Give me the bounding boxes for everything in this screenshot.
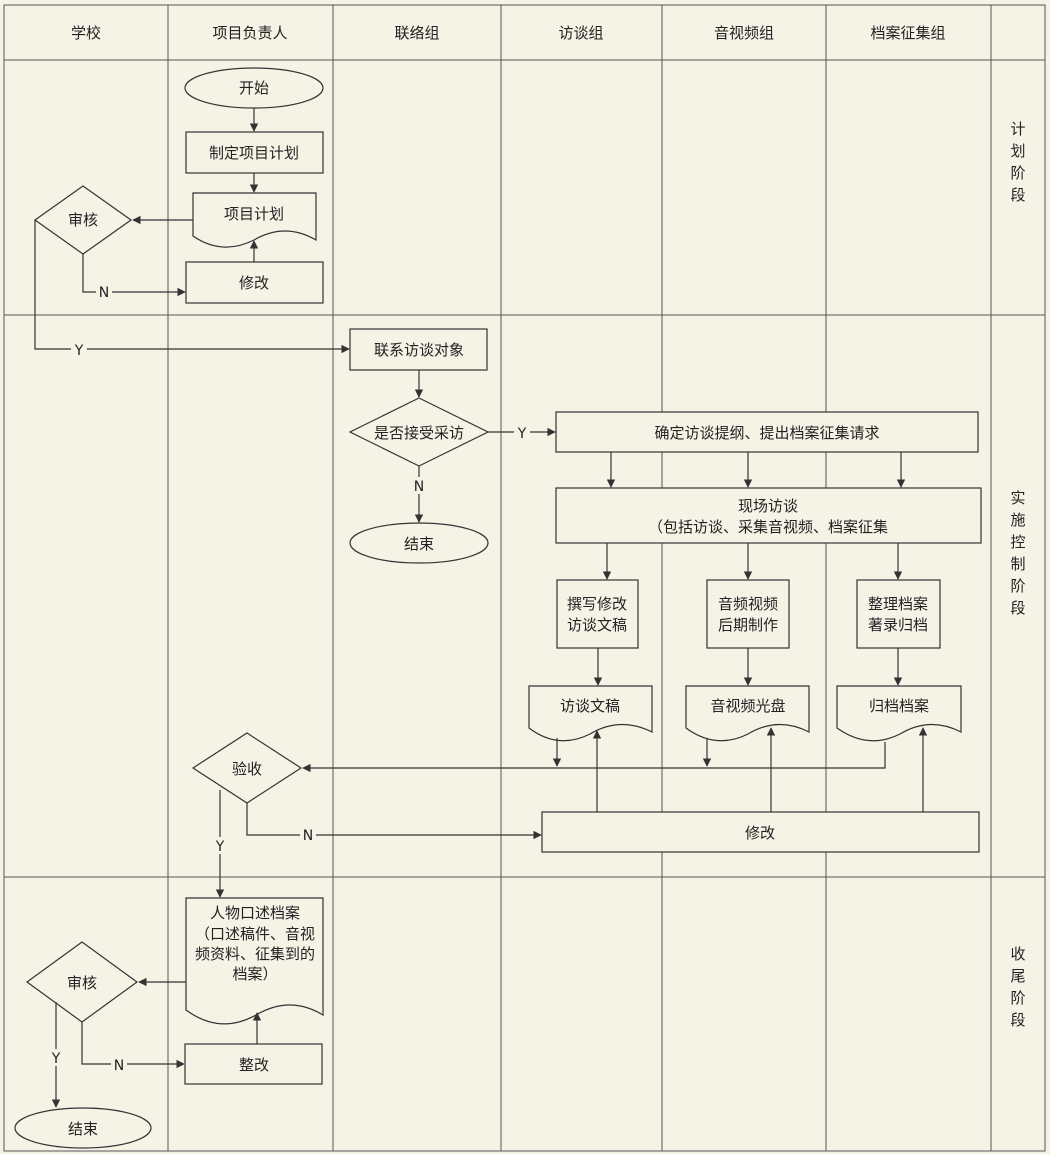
edge-label-review1-n: N [99, 285, 109, 301]
label-arch-line1: 整理档案 [868, 595, 928, 613]
label-disc: 音视频光盘 [710, 697, 785, 715]
lane-grid [3, 4, 1046, 1152]
edge-archived-check [302, 742, 886, 773]
label-revise2: 修改 [745, 824, 775, 842]
node-labels: 开始 制定项目计划 项目计划 审核 修改 联系访谈对象 是否接受采访 结束 确定… [67, 79, 929, 1138]
label-review2: 审核 [67, 974, 97, 992]
phase-label-plan: 计划阶段 [1010, 120, 1025, 204]
edge-review1-contact [34, 220, 350, 354]
edge-label-check-y: Y [215, 839, 225, 855]
label-onsite-line2: （包括访谈、采集音视频、档案征集 [648, 518, 888, 536]
plan-doc-document [192, 192, 317, 248]
label-transcript: 访谈文稿 [560, 697, 620, 715]
edge-label-review1-y: Y [74, 343, 84, 359]
lane-header-av: 音视频组 [714, 24, 774, 42]
edge-labels: N Y Y N Y N N Y [48, 283, 530, 1074]
lane-header-archive: 档案征集组 [870, 24, 945, 42]
label-end2: 结束 [68, 1120, 98, 1138]
label-accept-check: 验收 [232, 760, 262, 778]
label-review1: 审核 [68, 211, 98, 229]
label-revise1: 修改 [239, 274, 269, 292]
label-avpost-line1: 音频视频 [718, 595, 778, 613]
onsite-process [555, 487, 982, 544]
label-make-plan: 制定项目计划 [209, 144, 299, 162]
label-archived: 归档档案 [869, 697, 929, 715]
arch-process [856, 579, 941, 649]
label-write-line2: 访谈文稿 [567, 616, 627, 634]
label-outline: 确定访谈提纲、提出档案征集请求 [654, 424, 879, 442]
end1-terminal [349, 522, 489, 564]
edge-review1-revise [82, 254, 186, 297]
label-start: 开始 [239, 79, 269, 97]
lane-headers: 学校 项目负责人 联络组 访谈组 音视频组 档案征集组 [71, 24, 946, 42]
lane-header-project-lead: 项目负责人 [212, 24, 287, 42]
rectify-process [184, 1043, 323, 1085]
label-avpost-line2: 后期制作 [718, 616, 778, 634]
edge-label-check-n: N [303, 828, 313, 844]
label-oral-line2: （口述稿件、音视 [195, 925, 315, 943]
edge-review2-rectify [81, 1022, 185, 1069]
disc-document [685, 685, 810, 742]
transcript-document [528, 685, 653, 742]
label-accept: 是否接受采访 [374, 424, 464, 442]
lane-header-liaison: 联络组 [394, 24, 439, 42]
edge-check-revise [246, 803, 542, 840]
edge-label-review2-y: Y [51, 1051, 61, 1067]
label-contact: 联系访谈对象 [374, 341, 464, 359]
phase-label-close: 收尾阶段 [1010, 945, 1025, 1029]
contact-process [349, 328, 488, 371]
label-oral-line3: 频资料、征集到的 [195, 945, 315, 963]
label-oral-line4: 档案） [232, 965, 277, 983]
av-post-process [706, 579, 790, 649]
lane-header-interview: 访谈组 [558, 24, 603, 42]
archived-document [836, 685, 962, 742]
label-onsite-line1: 现场访谈 [738, 497, 798, 515]
label-rectify: 整改 [239, 1056, 269, 1074]
write-process [556, 579, 639, 649]
phase-label-implement: 实施控制阶段 [1010, 489, 1025, 617]
label-oral-line1: 人物口述档案 [210, 904, 300, 922]
label-write-line1: 撰写修改 [567, 595, 627, 613]
lane-header-school: 学校 [71, 24, 101, 42]
edge-label-accept-n: N [414, 479, 424, 495]
label-plan-doc: 项目计划 [224, 205, 284, 223]
label-end1: 结束 [404, 535, 434, 553]
outline-process [555, 411, 979, 453]
end2-terminal [14, 1107, 152, 1149]
revise1-process [185, 261, 324, 304]
revise2-process [541, 811, 980, 853]
edge-label-accept-y: Y [517, 426, 527, 442]
label-arch-line2: 著录归档 [868, 616, 928, 634]
make-plan-process [185, 131, 324, 174]
edge-label-review2-n: N [114, 1058, 124, 1074]
